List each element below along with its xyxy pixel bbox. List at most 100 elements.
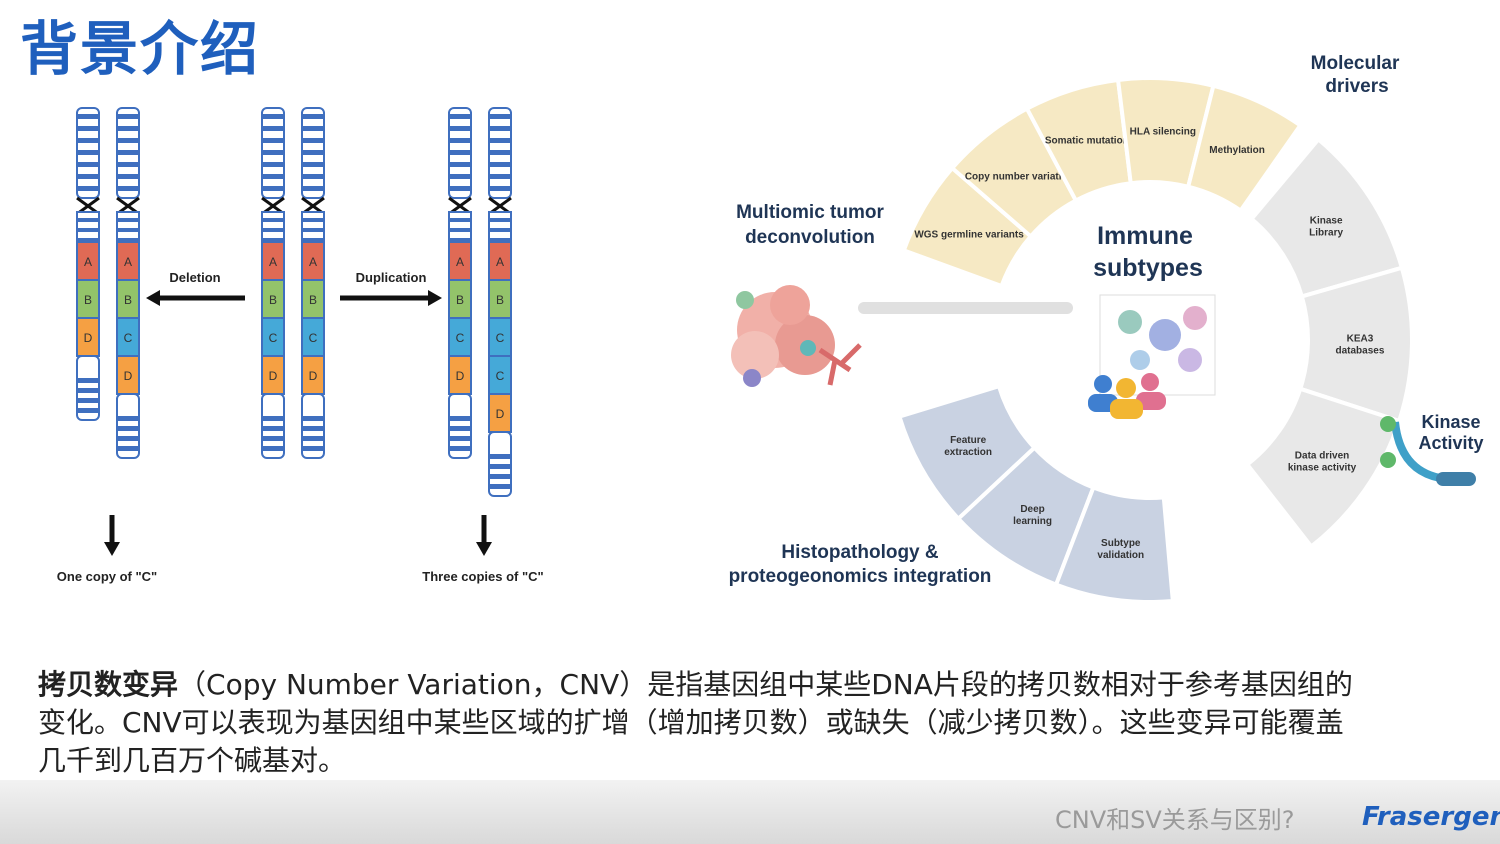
segment-a: A (448, 241, 472, 281)
histo-label-line1: Histopathology & (781, 542, 939, 563)
svg-text:Copy number variation: Copy number variation (965, 172, 1074, 183)
chromosome-deletion-1: A B D (76, 107, 100, 421)
svg-text:B: B (84, 293, 92, 307)
segment-d: D (76, 317, 100, 357)
svg-text:learning: learning (1013, 516, 1052, 527)
svg-text:D: D (456, 369, 465, 383)
svg-text:validation: validation (1097, 550, 1144, 561)
chromosome-deletion-2: A BCD (116, 107, 140, 459)
slide-title: 背景介绍 (20, 15, 261, 83)
cnv-description-rest: （Copy Number Variation，CNV）是指基因组中某些DNA片段… (38, 668, 1353, 777)
svg-text:C: C (496, 369, 505, 383)
cnv-description: 拷贝数变异（Copy Number Variation，CNV）是指基因组中某些… (38, 666, 1358, 780)
center-title-line2: subtypes (1093, 254, 1203, 282)
chromosome-normal-1: A B C D (261, 107, 285, 459)
svg-text:A: A (269, 255, 277, 269)
svg-text:B: B (496, 293, 504, 307)
svg-text:C: C (456, 331, 465, 345)
histo-label-line2: proteogeonomics integration (729, 566, 992, 587)
svg-text:Subtype: Subtype (1101, 538, 1141, 549)
svg-text:D: D (309, 369, 318, 383)
kinase-label-line1: Kinase (1421, 412, 1480, 432)
svg-text:WGS germline variants: WGS germline variants (914, 229, 1024, 240)
svg-text:C: C (309, 331, 318, 345)
footer-bar (0, 780, 1500, 844)
segment-b: B (261, 279, 285, 319)
umap-cluster-plot (1099, 294, 1216, 396)
svg-text:D: D (84, 331, 93, 345)
result-arrow-left (104, 515, 120, 556)
svg-text:A: A (456, 255, 464, 269)
kinase-activity-icon (1380, 416, 1476, 486)
svg-text:B: B (309, 293, 317, 307)
segment-a: A (76, 241, 100, 281)
segment-c: C (261, 317, 285, 357)
duplication-label: Duplication (356, 270, 427, 285)
deletion-arrow (146, 290, 245, 306)
svg-text:extraction: extraction (944, 447, 992, 458)
deletion-label: Deletion (169, 270, 220, 285)
svg-text:HLA silencing: HLA silencing (1130, 126, 1196, 137)
svg-text:C: C (269, 331, 278, 345)
svg-text:A: A (496, 255, 504, 269)
kinase-label-line2: Activity (1418, 433, 1483, 453)
segment-d: D (448, 355, 472, 395)
svg-text:B: B (124, 293, 132, 307)
svg-text:B: B (269, 293, 277, 307)
segment-b: B (488, 279, 512, 319)
svg-text:Kinase: Kinase (1310, 216, 1343, 227)
segment-a: A (301, 241, 325, 281)
segment-d: D (261, 355, 285, 395)
chromosome-normal-2: A B C D (301, 107, 325, 459)
svg-text:KEA3: KEA3 (1347, 334, 1374, 345)
segment-c: C (448, 317, 472, 357)
svg-text:A: A (124, 255, 132, 269)
svg-text:Methylation: Methylation (1209, 145, 1265, 156)
segment-c: C (488, 317, 512, 357)
center-title-line1: Immune (1097, 222, 1193, 250)
segment-a: A (116, 241, 140, 281)
segment-d: D (488, 393, 512, 433)
integration-arrow-bar (858, 302, 1073, 314)
svg-text:Data driven: Data driven (1295, 450, 1349, 461)
svg-text:Deep: Deep (1020, 504, 1044, 515)
molecular-label-line2: drivers (1325, 76, 1388, 97)
segment-c: C (301, 317, 325, 357)
svg-text:C: C (496, 331, 505, 345)
segment-d: D (116, 355, 140, 395)
segment-b: B (116, 279, 140, 319)
result-right-label: Three copies of "C" (422, 569, 543, 584)
tumor-cells-illustration (731, 285, 862, 387)
chromosome-duplication-1: ABC D (448, 107, 472, 459)
segment-d: D (301, 355, 325, 395)
segment-b: B (301, 279, 325, 319)
result-left-label: One copy of "C" (57, 569, 157, 584)
svg-text:D: D (269, 369, 278, 383)
duplication-arrow (340, 290, 442, 306)
segment-b: B (448, 279, 472, 319)
segment-c: C (116, 317, 140, 357)
multiomic-label-line1: Multiomic tumor (736, 202, 884, 223)
immune-subtypes-wheel: WGS germline variants Copy number variati… (729, 53, 1484, 600)
footer-brand-logo: Frasergen (1362, 802, 1500, 832)
molecular-label-line1: Molecular (1311, 53, 1400, 74)
segment-c: C (488, 355, 512, 395)
sector-top-5: Methylation (1185, 83, 1304, 214)
segment-a: A (261, 241, 285, 281)
svg-text:kinase activity: kinase activity (1288, 462, 1357, 473)
svg-text:Library: Library (1309, 228, 1343, 239)
svg-text:Somatic mutation: Somatic mutation (1045, 136, 1129, 147)
multiomic-label-line2: deconvolution (745, 227, 875, 248)
svg-text:D: D (496, 407, 505, 421)
svg-text:A: A (84, 255, 92, 269)
footer-question: CNV和SV关系与区别? (1055, 806, 1295, 834)
chromosome-duplication-2: A B C C D (488, 107, 512, 497)
result-arrow-right (476, 515, 492, 556)
svg-text:A: A (309, 255, 317, 269)
segment-a: A (488, 241, 512, 281)
segment-b: B (76, 279, 100, 319)
